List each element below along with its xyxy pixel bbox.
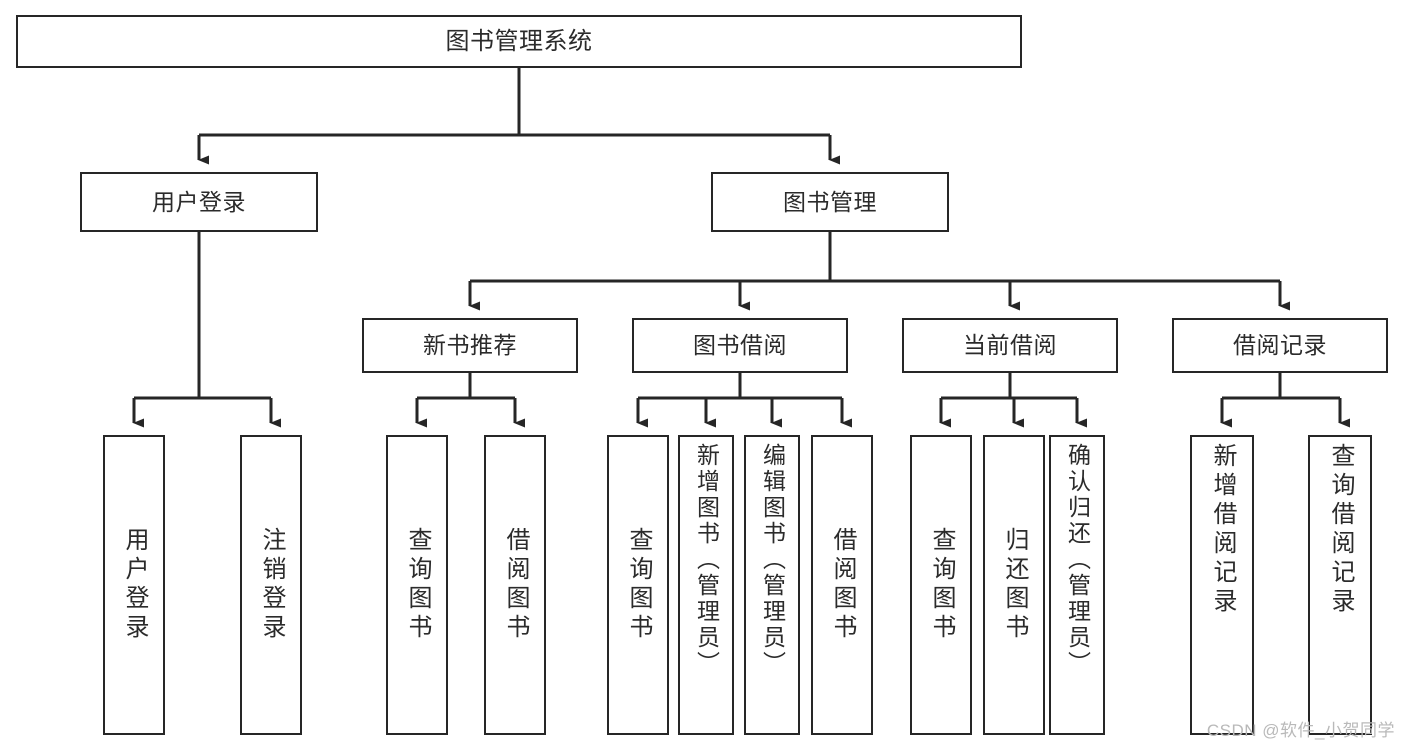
node-leaf-query-book-1[interactable]: 查询图书: [386, 435, 448, 735]
node-leaf-add-book[interactable]: 新增图书（管理员）: [678, 435, 734, 735]
node-label: 归还图书: [1001, 527, 1028, 643]
node-user-login[interactable]: 用户登录: [80, 172, 318, 232]
node-leaf-confirm-return[interactable]: 确认归还（管理员）: [1049, 435, 1105, 735]
node-label: 借阅图书: [502, 527, 529, 643]
node-label: 图书借阅: [693, 332, 787, 359]
node-label: 当前借阅: [963, 332, 1057, 359]
node-leaf-query-book-2[interactable]: 查询图书: [607, 435, 669, 735]
node-label: 借阅记录: [1233, 332, 1327, 359]
node-label: 用户登录: [152, 188, 246, 215]
node-book-borrow[interactable]: 图书借阅: [632, 318, 848, 373]
node-leaf-query-record[interactable]: 查询借阅记录: [1308, 435, 1372, 735]
node-label: 查询借阅记录: [1327, 443, 1354, 617]
node-label: 新增借阅记录: [1209, 443, 1236, 617]
node-label: 查询图书: [928, 527, 955, 643]
watermark-text: CSDN @软件_小贺同学: [1206, 721, 1395, 740]
node-label: 确认归还（管理员）: [1064, 443, 1091, 677]
node-label: 编辑图书（管理员）: [759, 443, 786, 677]
node-leaf-logout[interactable]: 注销登录: [240, 435, 302, 735]
node-label: 借阅图书: [829, 527, 856, 643]
node-label: 查询图书: [404, 527, 431, 643]
node-book-manage[interactable]: 图书管理: [711, 172, 949, 232]
node-leaf-return-book[interactable]: 归还图书: [983, 435, 1045, 735]
node-label: 图书管理系统: [445, 27, 593, 55]
node-leaf-borrow-book-1[interactable]: 借阅图书: [484, 435, 546, 735]
node-current-borrow[interactable]: 当前借阅: [902, 318, 1118, 373]
node-label: 新书推荐: [423, 332, 517, 359]
node-leaf-user-login[interactable]: 用户登录: [103, 435, 165, 735]
node-new-book-rec[interactable]: 新书推荐: [362, 318, 578, 373]
node-root[interactable]: 图书管理系统: [16, 15, 1022, 68]
node-leaf-add-record[interactable]: 新增借阅记录: [1190, 435, 1254, 735]
node-label: 注销登录: [258, 527, 285, 643]
node-leaf-borrow-book-2[interactable]: 借阅图书: [811, 435, 873, 735]
node-leaf-edit-book[interactable]: 编辑图书（管理员）: [744, 435, 800, 735]
node-label: 用户登录: [121, 527, 148, 643]
node-leaf-query-book-3[interactable]: 查询图书: [910, 435, 972, 735]
node-label: 新增图书（管理员）: [693, 443, 720, 677]
node-label: 图书管理: [783, 188, 877, 215]
node-borrow-record[interactable]: 借阅记录: [1172, 318, 1388, 373]
node-label: 查询图书: [625, 527, 652, 643]
